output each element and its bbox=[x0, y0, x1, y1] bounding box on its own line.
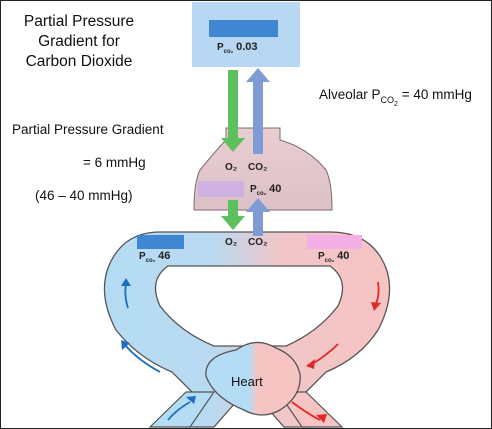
o2-arrow-lower-head bbox=[221, 216, 245, 230]
title-line-3: Carbon Dioxide bbox=[25, 53, 133, 70]
capillary-co2-label: CO₂ bbox=[248, 237, 268, 248]
left-vessel-leg bbox=[148, 391, 216, 428]
co2-arrow-upper-shaft bbox=[253, 82, 263, 154]
alveolus-pco2: Pco₂ 40 bbox=[250, 183, 282, 197]
alveolus-co2-label: CO₂ bbox=[248, 162, 268, 173]
co2-arrow-lower-head bbox=[246, 198, 270, 212]
venous-pco2: Pco₂ 46 bbox=[139, 250, 171, 264]
alveolar-pco2-label: Alveolar PCO2 = 40 mmHg bbox=[319, 87, 472, 108]
title-line-2: Gradient for bbox=[38, 33, 120, 50]
gradient-label: Partial Pressure Gradient bbox=[12, 122, 164, 137]
co2-arrow-upper-head bbox=[246, 68, 270, 82]
heart-shape bbox=[205, 341, 301, 416]
arterial-co2-bar bbox=[307, 235, 362, 249]
atmosphere-co2-bar bbox=[209, 20, 278, 37]
alveolus-bar bbox=[198, 181, 244, 197]
arterial-pco2: Pco₂ 40 bbox=[318, 250, 350, 264]
atmosphere-pco2: Pco₂ 0.03 bbox=[217, 41, 258, 55]
arterial-flow-arrowheads bbox=[306, 302, 381, 423]
gradient-value: = 6 mmHg bbox=[83, 155, 146, 170]
o2-arrow-lower-shaft bbox=[228, 200, 238, 218]
venous-co2-bar bbox=[137, 235, 184, 249]
gradient-calculation: (46 – 40 mmHg) bbox=[35, 188, 133, 203]
co2-arrow-lower-shaft bbox=[253, 212, 263, 236]
heart-label: Heart bbox=[231, 374, 263, 389]
title-line-1: Partial Pressure bbox=[23, 13, 135, 30]
venous-flow-arrows bbox=[124, 283, 191, 421]
diagram-title: Partial Pressure Gradient for Carbon Dio… bbox=[4, 12, 154, 72]
capillary-o2-label: O₂ bbox=[225, 237, 238, 248]
o2-arrow-upper-head bbox=[221, 138, 245, 152]
alveolus-o2-label: O₂ bbox=[225, 162, 238, 173]
o2-arrow-upper-shaft bbox=[228, 70, 238, 138]
venous-flow-arrowheads bbox=[121, 278, 196, 404]
